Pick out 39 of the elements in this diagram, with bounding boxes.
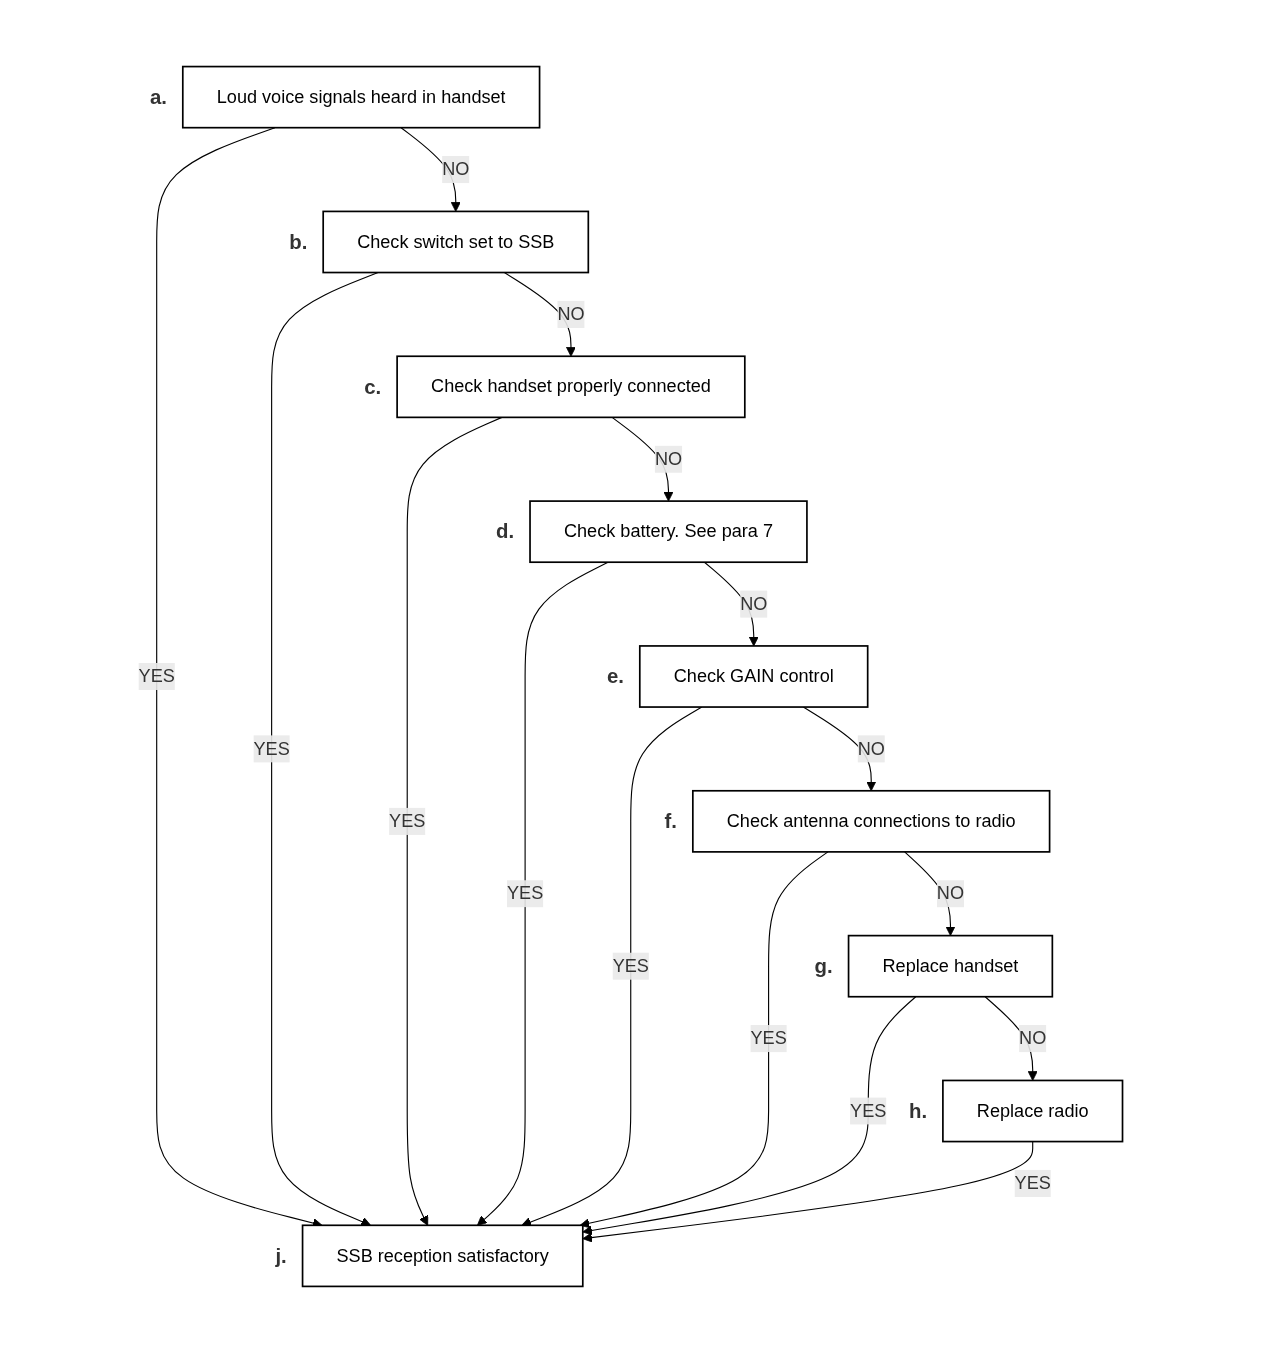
edge-label: NO bbox=[1019, 1028, 1047, 1048]
arrow bbox=[582, 1141, 1034, 1243]
edge-label: YES bbox=[138, 666, 175, 686]
node-box: Check GAIN control bbox=[638, 645, 869, 708]
step-letter: d. bbox=[496, 520, 515, 543]
edge-label: NO bbox=[654, 449, 683, 469]
edge-label: NO bbox=[442, 159, 470, 179]
step-letter: a. bbox=[149, 85, 167, 108]
node-box: Check antenna connections to radio bbox=[691, 789, 1051, 853]
arrow bbox=[271, 271, 379, 1227]
step-letter: f. bbox=[664, 810, 677, 833]
edge-label: YES bbox=[506, 883, 544, 903]
edge-label: YES bbox=[612, 955, 649, 976]
step-letter: h. bbox=[908, 1099, 927, 1122]
node-box: SSB reception satisfactory bbox=[301, 1224, 584, 1288]
step-letter: j. bbox=[275, 1244, 287, 1267]
arrow bbox=[406, 416, 503, 1226]
node-box: Check switch set to SSB bbox=[322, 210, 590, 274]
arrow bbox=[476, 561, 609, 1226]
edge-label: NO bbox=[857, 738, 885, 758]
edge-label: NO bbox=[936, 883, 964, 903]
edge-label: YES bbox=[750, 1028, 787, 1048]
node-box: Replace radio bbox=[942, 1079, 1124, 1143]
edge-label: NO bbox=[740, 593, 768, 614]
step-letter: g. bbox=[814, 954, 833, 977]
arrow bbox=[582, 996, 917, 1236]
step-letter: b. bbox=[289, 230, 308, 253]
edge-label: YES bbox=[1014, 1173, 1051, 1193]
arrow bbox=[521, 706, 703, 1227]
edge-label: YES bbox=[253, 738, 290, 758]
step-letter: c. bbox=[364, 375, 382, 398]
edge-label: YES bbox=[389, 811, 426, 831]
step-letter: e. bbox=[606, 665, 624, 688]
edge-label: YES bbox=[850, 1100, 887, 1121]
node-box: Replace handset bbox=[847, 934, 1054, 998]
node-box: Check battery. See para 7 bbox=[529, 500, 808, 564]
node-box: Check handset properly connected bbox=[396, 355, 746, 419]
node-box: Loud voice signals heard in handset bbox=[181, 65, 541, 129]
edge-label: NO bbox=[557, 304, 585, 324]
